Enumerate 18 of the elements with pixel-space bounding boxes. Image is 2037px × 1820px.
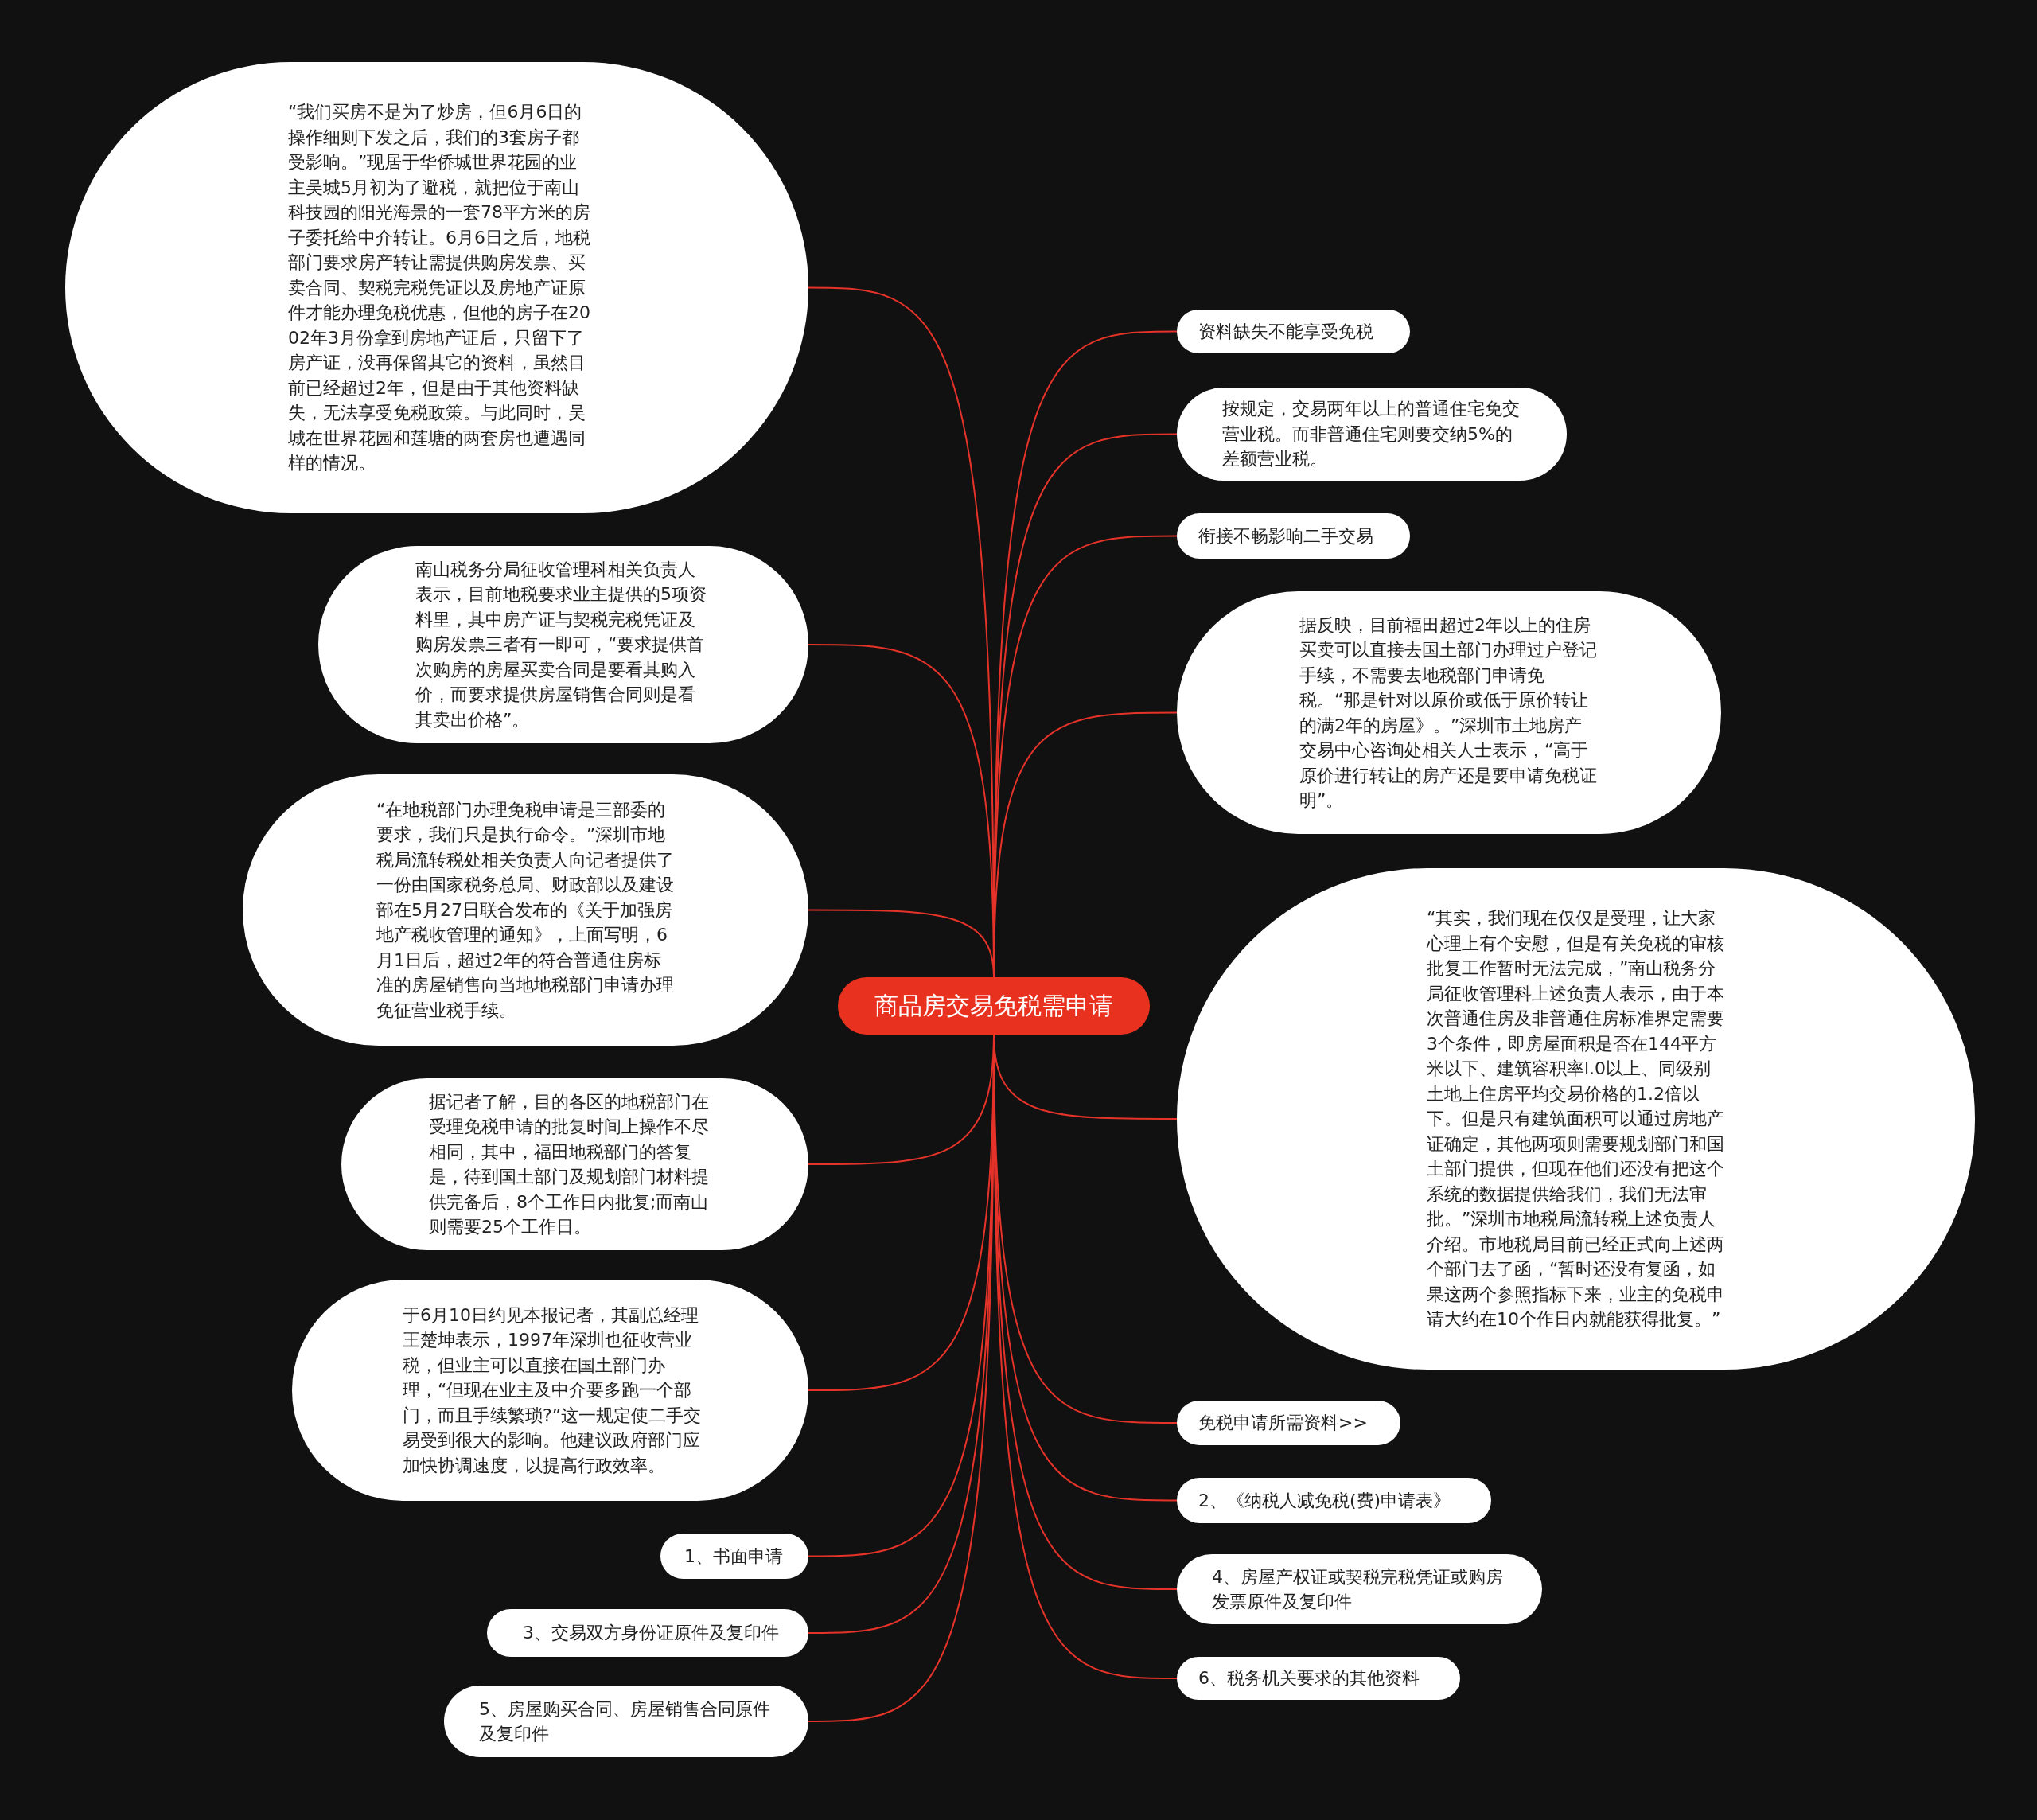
text-bubble: “在地税部门办理免税申请是三部委的要求，我们只是执行命令。”深圳市地税局流转税处相关负责人向记者提供了一份由国家税务总局、财政部以及建设部在5月27日联合发布的《关于加强房地产税收管理的通知》，上面写明，6月1日后，超过2年的符合普通住房标准的房屋销售向当地地税部门申请办理免征营业税手续。 [243, 774, 808, 1046]
text-bubble: 资料缺失不能享受免税 [1177, 310, 1410, 353]
text-bubble: “我们买房不是为了炒房，但6月6日的操作细则下发之后，我们的3套房子都受影响。”现居于华侨城世界花园的业主吴城5月初为了避税，就把位于南山科技园的阳光海景的一套78平方米的房子委托给中介转让。6月6日之后，地税部门要求房产转让需提供购房发票、买卖合同、契税完税凭证以及房地产证原件才能办理免税优惠，但他的房子在2002年3月份拿到房地产证后，只留下了房产证，没再保留其它的资料，虽然目前已经超过2年，但是由于其他资料缺失，无法享受免税政策。与此同时，吴城在世界花园和莲塘的两套房也遭遇同样的情况。 [65, 62, 808, 513]
text-bubble: 免税申请所需资料>> [1177, 1401, 1400, 1445]
text-bubble: 2、《纳税人减免税(费)申请表》 [1177, 1478, 1491, 1523]
text-bubble: 按规定，交易两年以上的普通住宅免交营业税。而非普通住宅则要交纳5%的差额营业税。 [1177, 388, 1567, 481]
text-bubble: 据记者了解，目的各区的地税部门在受理免税申请的批复时间上操作不尽相同，其中，福田地税部门的答复是，待到国土部门及规划部门材料提供完备后，8个工作日内批复;而南山则需要25个工作日。 [341, 1078, 808, 1250]
text-bubble: 4、房屋产权证或契税完税凭证或购房发票原件及复印件 [1177, 1554, 1542, 1624]
text-bubble: 1、书面申请 [660, 1534, 808, 1579]
text-bubble: 于6月10日约见本报记者，其副总经理王楚坤表示，1997年深圳也征收营业税，但业主可以直接在国土部门办理，“但现在业主及中介要多跑一个部门，而且手续繁琐?”这一规定使二手交易受到很大的影响。他建议政府部门应加快协调速度，以提高行政效率。 [292, 1280, 808, 1501]
text-bubble: “其实，我们现在仅仅是受理，让大家心理上有个安慰，但是有关免税的审核批复工作暂时无法完成，”南山税务分局征收管理科上述负责人表示，由于本次普通住房及非普通住房标准界定需要3个条件，即房屋面积是否在144平方米以下、建筑容积率l.0以上、同级别土地上住房平均交易价格的1.2倍以下。但是只有建筑面积可以通过房地产证确定，其他两项则需要规划部门和国土部门提供，但现在他们还没有把这个系统的数据提供给我们，我们无法审批。”深圳市地税局流转税上述负责人介绍。市地税局目前已经正式向上述两个部门去了函，“暂时还没有复函，如果这两个参照指标下来，业主的免税申请大约在10个作日内就能获得批复。” [1177, 868, 1975, 1370]
text-bubble: 5、房屋购买合同、房屋销售合同原件及复印件 [444, 1686, 808, 1757]
central-topic: 商品房交易免税需申请 [838, 977, 1150, 1035]
text-bubble: 衔接不畅影响二手交易 [1177, 513, 1410, 559]
text-bubble: 据反映，目前福田超过2年以上的住房买卖可以直接去国土部门办理过户登记手续，不需要去地税部门申请免税。“那是针对以原价或低于原价转让的满2年的房屋》。”深圳市土地房产交易中心咨询处相关人士表示，“高于原价进行转让的房产还是要申请免税证明”。 [1177, 591, 1721, 834]
text-bubble: 6、税务机关要求的其他资料 [1177, 1657, 1460, 1700]
text-bubble: 3、交易双方身份证原件及复印件 [487, 1609, 808, 1657]
text-bubble: 南山税务分局征收管理科相关负责人表示，目前地税要求业主提供的5项资料里，其中房产证与契税完税凭证及购房发票三者有一即可，“要求提供首次购房的房屋买卖合同是要看其购入价，而要求提供房屋销售合同则是看其卖出价格”。 [318, 546, 808, 743]
